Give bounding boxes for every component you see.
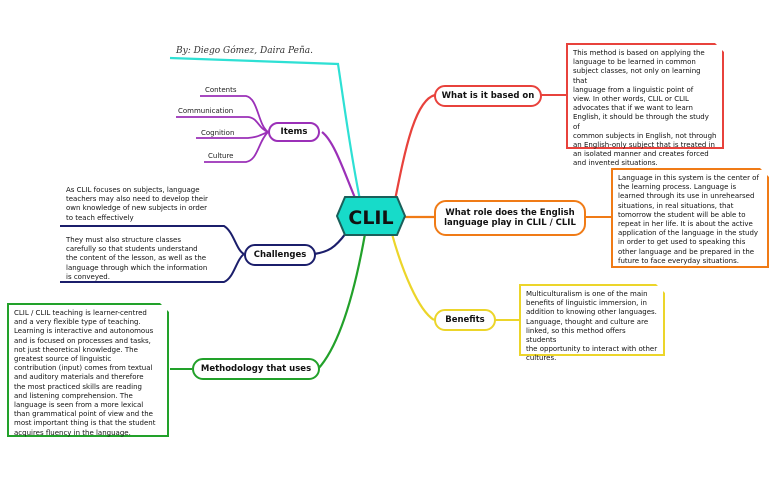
methodology-note: CLIL / CLIL teaching is learner-centred … [7, 303, 169, 437]
topic-challenges[interactable]: Challenges [244, 244, 316, 266]
challenges-note-connector [60, 253, 245, 283]
items-connector [321, 131, 360, 206]
benefits-connector [390, 233, 435, 321]
items-leaf-connector [204, 131, 269, 163]
items-leaf-communication: Communication [178, 107, 234, 115]
challenges-connector [313, 232, 347, 256]
items-leaf-cognition: Cognition [201, 129, 235, 137]
role-note: Language in this system is the center of… [611, 168, 769, 268]
challenges-note-2: They must also structure classes careful… [66, 236, 208, 281]
author-credit: By: Diego Gómez, Daira Peña. [176, 46, 313, 56]
topic-what-is-it-based-on[interactable]: What is it based on [434, 85, 542, 107]
methodology-connector [317, 233, 367, 370]
challenges-note-1: As CLIL focuses on subjects, language te… [66, 186, 208, 222]
items-leaf-connector [196, 131, 269, 139]
items-leaf-culture: Culture [208, 152, 234, 160]
items-leaf-connector [200, 95, 269, 133]
based-on-connector [393, 93, 436, 201]
central-topic-label: CLIL [348, 207, 393, 229]
topic-english-role[interactable]: What role does the English language play… [434, 200, 586, 236]
topic-benefits[interactable]: Benefits [434, 309, 496, 331]
challenges-note-connector [60, 225, 245, 255]
items-leaf-connector [176, 116, 269, 133]
topic-items[interactable]: Items [268, 122, 320, 142]
topic-methodology[interactable]: Methodology that uses [192, 358, 320, 380]
central-topic-shape [335, 196, 407, 236]
benefits-note: Multiculturalism is one of the main bene… [519, 284, 665, 362]
author-connector [169, 56, 362, 201]
items-leaf-contents: Contents [205, 86, 237, 94]
based-on-note: This method is based on applying the lan… [566, 43, 724, 167]
